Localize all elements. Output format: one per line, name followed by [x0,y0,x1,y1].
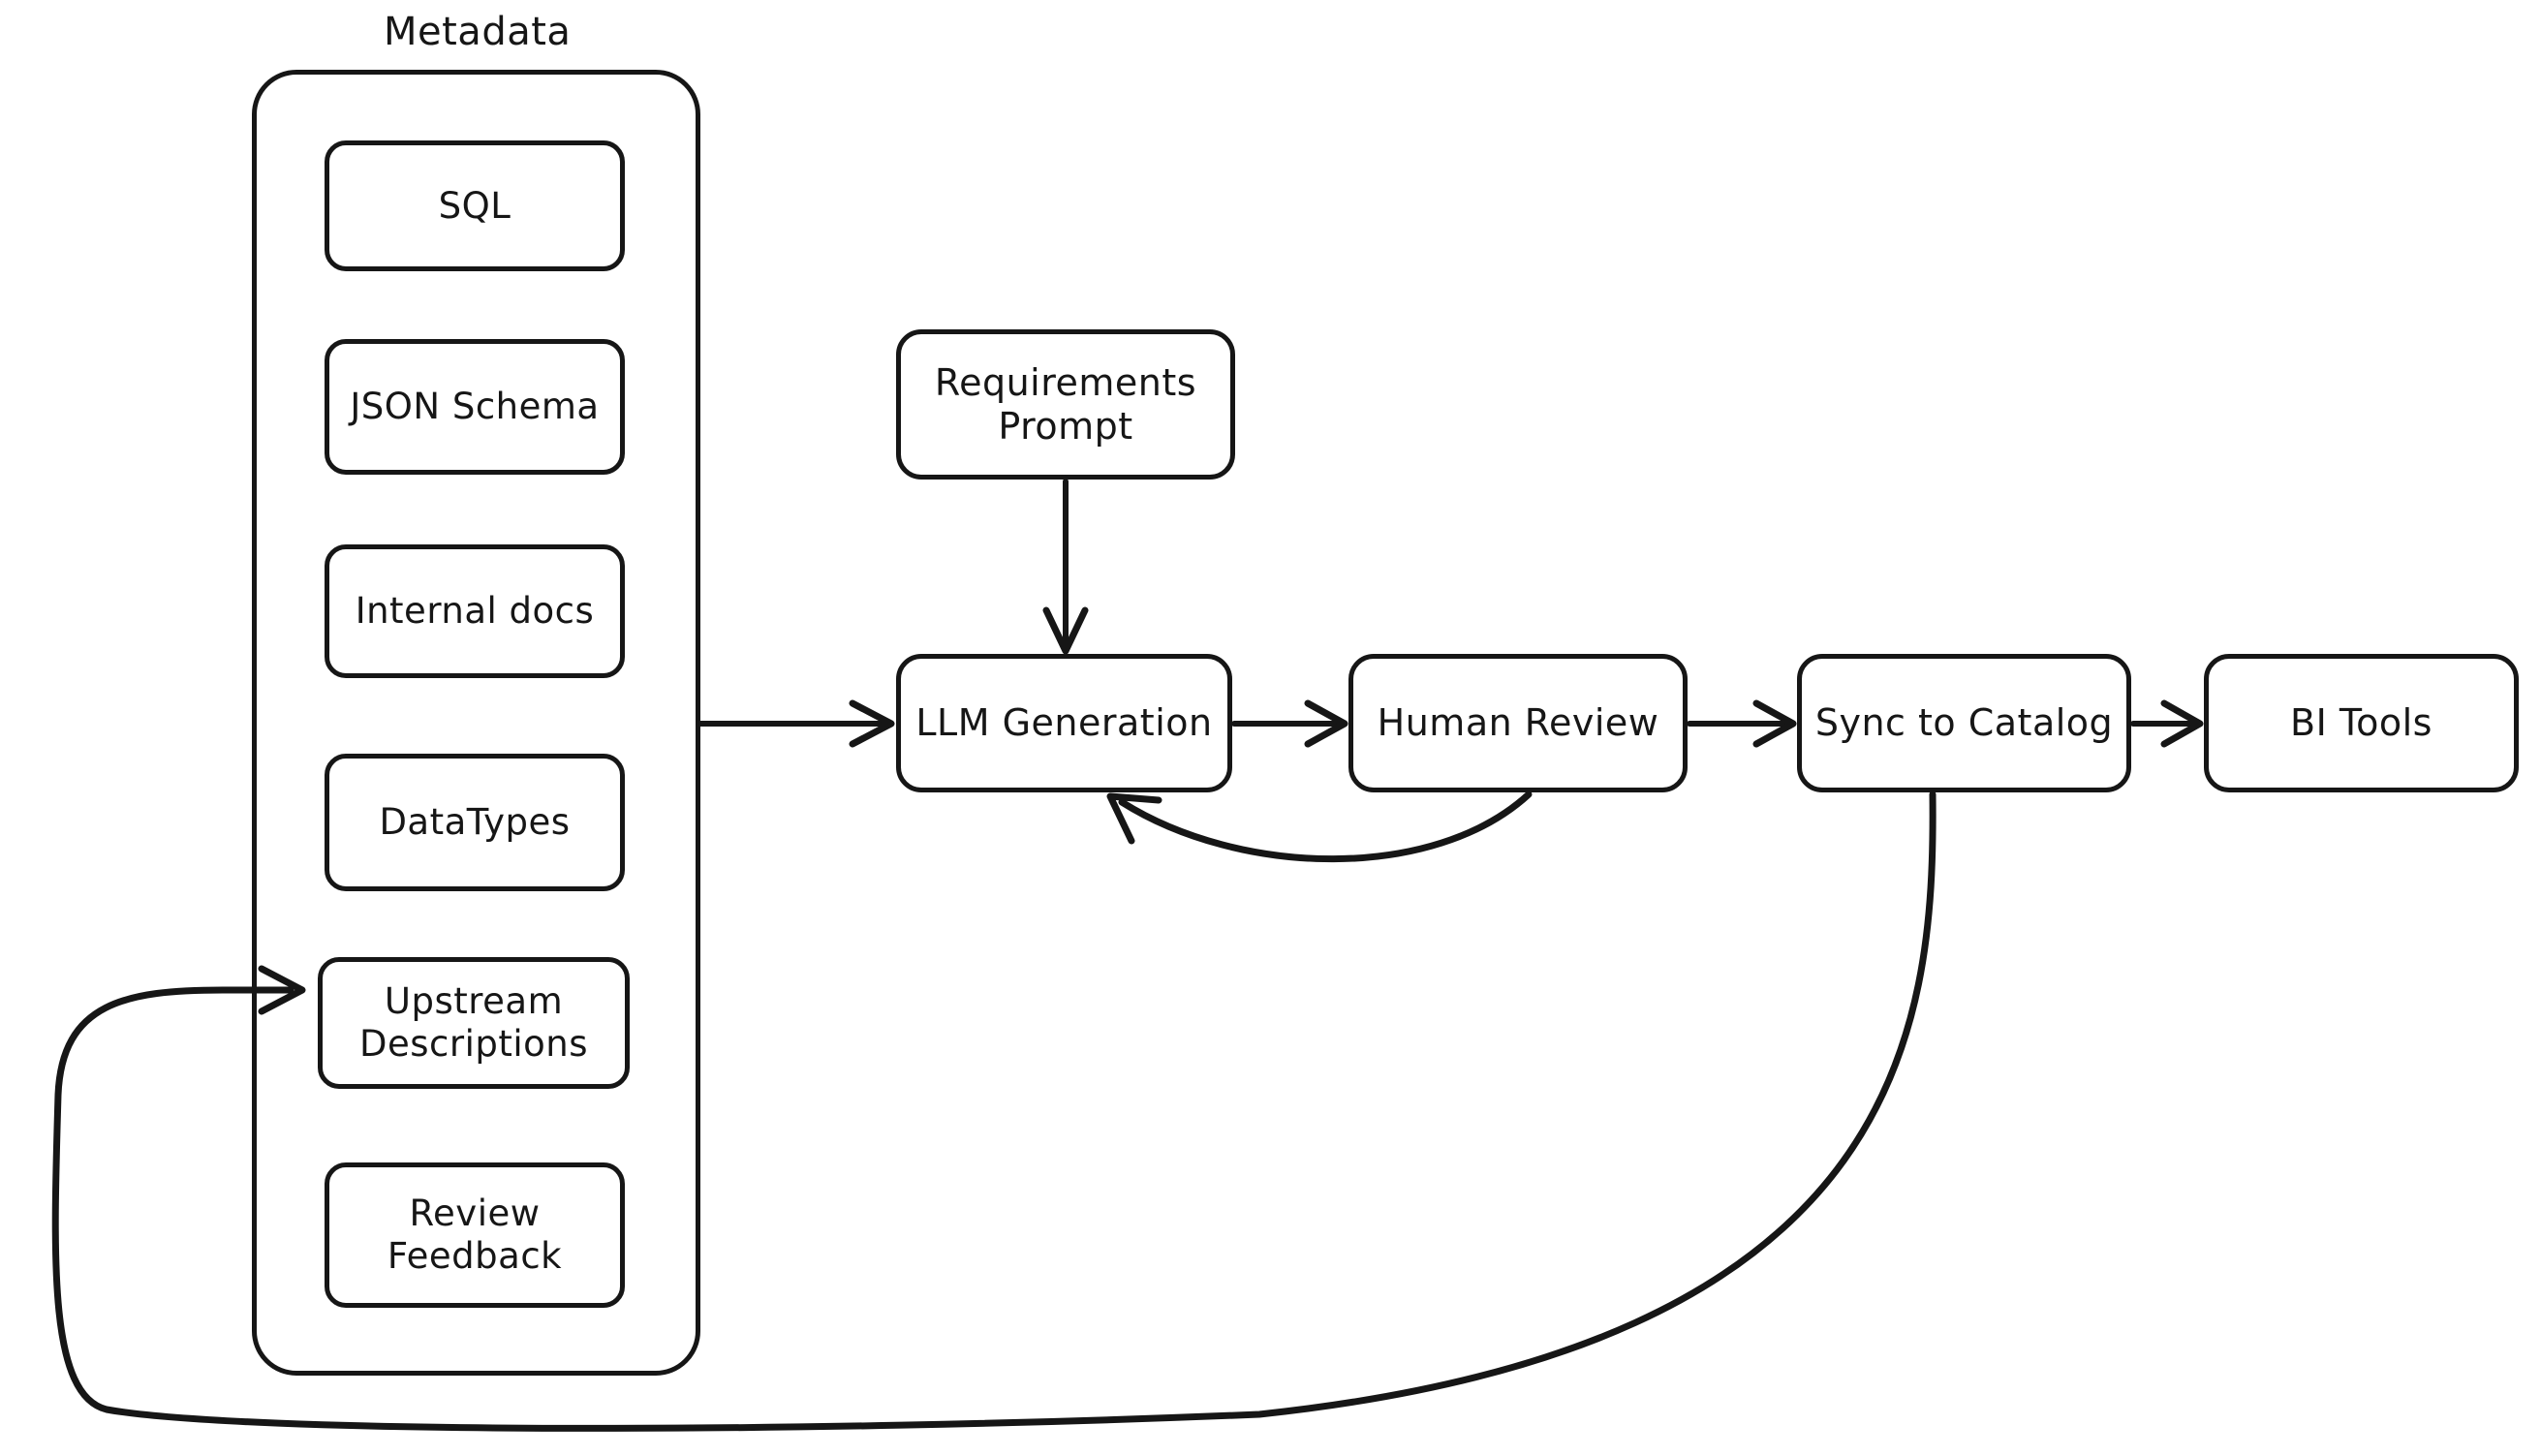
node-sync-to-catalog[interactable]: Sync to Catalog [1797,654,2131,792]
edge-human-review-feedback-loop [1106,790,1533,863]
node-human-review-label: Human Review [1377,701,1659,745]
edge-requirements-to-llm [1042,479,1089,655]
node-requirements-prompt[interactable]: Requirements Prompt [896,329,1235,480]
node-upstream-descriptions[interactable]: Upstream Descriptions [318,957,630,1089]
node-llm-generation[interactable]: LLM Generation [896,654,1232,792]
edge-metadata-to-llm [697,699,895,748]
node-internal-docs[interactable]: Internal docs [325,544,625,678]
metadata-group-title: Metadata [384,10,572,54]
node-sync-to-catalog-label: Sync to Catalog [1814,701,2114,745]
node-datatypes[interactable]: DataTypes [325,754,625,891]
node-bi-tools-label: BI Tools [2290,701,2433,745]
node-human-review[interactable]: Human Review [1348,654,1688,792]
node-sql[interactable]: SQL [325,140,625,271]
node-internal-docs-label: Internal docs [355,590,595,633]
node-sql-label: SQL [438,184,511,227]
edge-sync-to-bi-tools [2130,699,2204,748]
node-review-feedback-label: Review Feedback [387,1193,563,1277]
edge-human-review-to-sync [1687,699,1797,748]
node-datatypes-label: DataTypes [379,801,571,844]
node-review-feedback[interactable]: Review Feedback [325,1162,625,1308]
node-json-schema-label: JSON Schema [350,386,600,428]
node-llm-generation-label: LLM Generation [915,701,1213,745]
node-upstream-descriptions-label: Upstream Descriptions [358,980,588,1065]
edge-llm-to-human-review [1231,699,1348,748]
node-json-schema[interactable]: JSON Schema [325,339,625,475]
node-bi-tools[interactable]: BI Tools [2204,654,2519,792]
node-requirements-prompt-label: Requirements Prompt [934,360,1197,448]
